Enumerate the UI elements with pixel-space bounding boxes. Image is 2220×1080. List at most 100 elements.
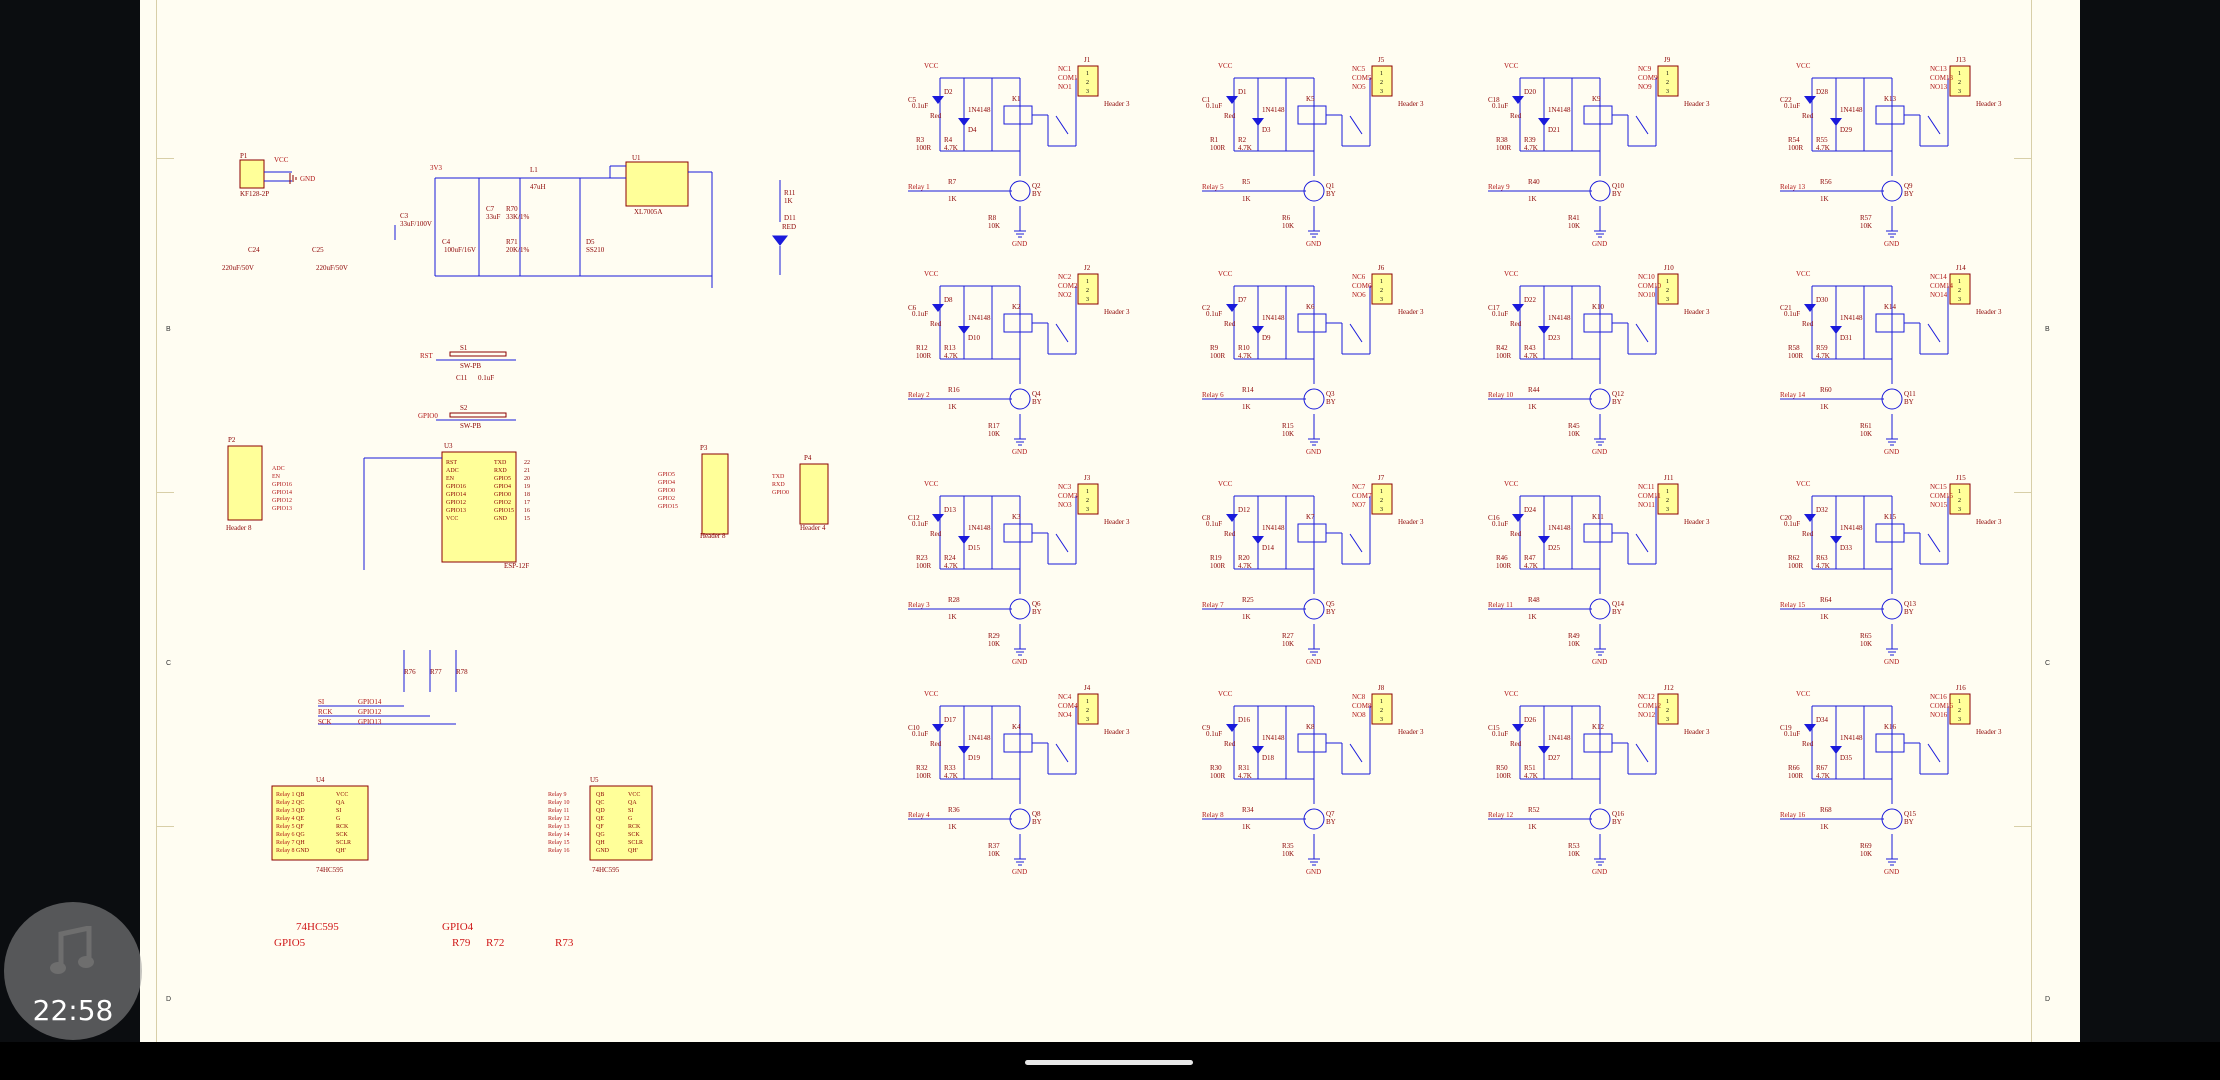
u4-relay-net: Relay 3: [276, 808, 295, 814]
flyback-diode-ref: D15: [968, 544, 981, 552]
header-pin: 1: [1380, 71, 1383, 77]
esp-pin-left: RST: [446, 460, 457, 466]
u4-pin-right: VCC: [336, 792, 348, 798]
cap-value: 0.1uF: [912, 730, 928, 738]
c24-value: 220uF/50V: [222, 264, 254, 272]
divider-resistor-value: 4.7K: [1238, 772, 1252, 780]
vcc-label: VCC: [1796, 270, 1811, 278]
com-net: COM16: [1930, 702, 1953, 710]
divider-resistor-value: 4.7K: [1238, 352, 1252, 360]
input-resistor-value: 1K: [1528, 195, 1537, 203]
header-part: Header 3: [1398, 518, 1424, 526]
l1-ref: L1: [530, 166, 538, 174]
u3-part: ESP-12F: [504, 562, 529, 570]
transistor-ref: Q5: [1326, 600, 1335, 608]
base-resistor-ref: R41: [1568, 214, 1580, 222]
zone-label-d-left: D: [166, 996, 172, 1003]
flyback-diode-ref: D9: [1262, 334, 1271, 342]
led-diode: [932, 724, 944, 732]
led-diode: [1226, 724, 1238, 732]
gnd-label: GND: [1306, 658, 1321, 666]
transistor-ref: Q15: [1904, 810, 1917, 818]
no-net: NO12: [1638, 711, 1656, 719]
input-resistor-value: 1K: [1242, 823, 1251, 831]
c4-ref: C4: [442, 238, 451, 246]
relay-ref: K3: [1012, 513, 1021, 521]
cap-ref: C17: [1488, 304, 1500, 312]
r78-ref: R78: [456, 668, 468, 676]
relay-input-net: Relay 5: [1202, 183, 1224, 191]
d11-ref: D11: [784, 214, 796, 222]
u5-74hc595: [589, 785, 653, 861]
nc-net: NC4: [1058, 693, 1072, 701]
relay-ref: K9: [1592, 95, 1601, 103]
flyback-diode: [1538, 746, 1550, 754]
no-net: NO10: [1638, 291, 1656, 299]
header-pin: 1: [1666, 699, 1669, 705]
p1-connector: [239, 159, 265, 189]
u4-pin-right: QA: [336, 800, 345, 806]
esp-pin-right: GPIO5: [494, 476, 511, 482]
led-color: Red: [1224, 530, 1236, 538]
led-ref: D32: [1816, 506, 1829, 514]
header-pin: 2: [1086, 288, 1089, 294]
header-pin: 1: [1958, 279, 1961, 285]
relay-cell-k1: VCCC50.1uFD2RedR3100RR44.7K1N4148D4K1Rel…: [908, 56, 1130, 248]
relay-coil: [1875, 523, 1905, 543]
r76-ref: R76: [404, 668, 416, 676]
wire: [1349, 115, 1363, 135]
flyback-diode: [1252, 326, 1264, 334]
base-resistor-value: 10K: [988, 850, 1000, 858]
transistor-ref: Q2: [1032, 182, 1041, 190]
vcc-label: VCC: [1504, 480, 1519, 488]
cap-value: 0.1uF: [1784, 310, 1800, 318]
u4-relay-net: Relay 4: [276, 816, 295, 822]
u4-part: 74HC595: [316, 866, 344, 874]
no-net: NO15: [1930, 501, 1948, 509]
relay-ref: K7: [1306, 513, 1315, 521]
led-color: Red: [930, 320, 942, 328]
u5-part: 74HC595: [592, 866, 620, 874]
gnd-label: GND: [1012, 868, 1027, 876]
base-resistor-value: 10K: [1860, 640, 1872, 648]
relay-input-net: Relay 4: [908, 811, 930, 819]
vcc-label: VCC: [924, 480, 939, 488]
relay-ref: K1: [1012, 95, 1021, 103]
rst-net: RST: [420, 352, 434, 360]
led-resistor-ref: R58: [1788, 344, 1800, 352]
flyback-diode-ref: D27: [1548, 754, 1561, 762]
led-resistor-ref: R54: [1788, 136, 1800, 144]
relay-coil: [1583, 733, 1613, 753]
header-pin: 3: [1380, 89, 1383, 95]
flyback-diode: [1252, 536, 1264, 544]
flyback-diode-part: 1N4148: [968, 734, 991, 742]
cap-value: 0.1uF: [1206, 310, 1222, 318]
home-indicator[interactable]: [1025, 1060, 1193, 1065]
floating-media-widget[interactable]: 22:58: [4, 902, 142, 1040]
gnd-label: GND: [1592, 658, 1607, 666]
transistor-ref: Q10: [1612, 182, 1625, 190]
p3-net: GPIO15: [658, 504, 678, 510]
led-diode: [1512, 514, 1524, 522]
relay-input-net: Relay 2: [908, 391, 930, 399]
header-pin: 3: [1086, 297, 1089, 303]
header-pin: 2: [1086, 80, 1089, 86]
led-resistor-value: 100R: [916, 772, 932, 780]
flyback-diode-ref: D4: [968, 126, 977, 134]
led-resistor-ref: R3: [916, 136, 925, 144]
transistor-symbol: [1589, 598, 1611, 620]
header-pin: 3: [1666, 717, 1669, 723]
u4-relay-net: Relay 7: [276, 840, 295, 846]
input-resistor-ref: R44: [1528, 386, 1540, 394]
transistor-symbol: [1881, 388, 1903, 410]
transistor-symbol: [1303, 598, 1325, 620]
led-color: Red: [930, 740, 942, 748]
led-diode: [1226, 96, 1238, 104]
u1-part: XL7005A: [634, 208, 662, 216]
base-resistor-value: 10K: [1568, 430, 1580, 438]
led-resistor-value: 100R: [1496, 562, 1512, 570]
led-resistor-value: 100R: [1788, 562, 1804, 570]
transistor-part: BY: [1612, 190, 1622, 198]
u4-pin-right: G: [336, 816, 341, 822]
nc-net: NC3: [1058, 483, 1072, 491]
